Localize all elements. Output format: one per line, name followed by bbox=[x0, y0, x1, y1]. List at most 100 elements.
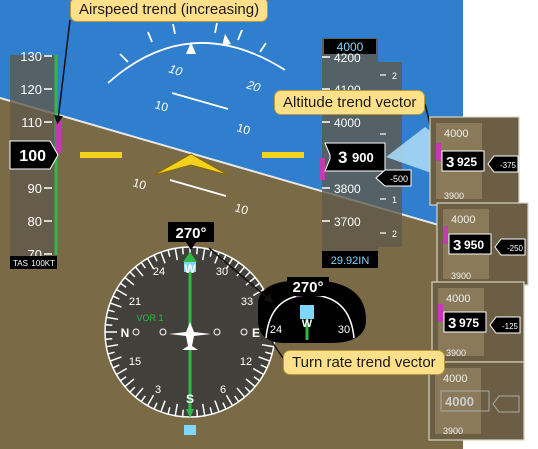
altitude-tick-label: 4200 bbox=[334, 51, 361, 65]
altitude-readout-prefix: 3 bbox=[338, 148, 347, 167]
trend-panel-vsi: -250 bbox=[507, 244, 524, 253]
trend-panel-readout-prefix: 3 bbox=[446, 154, 454, 171]
hsi-tick bbox=[196, 409, 199, 417]
hsi-tick bbox=[160, 400, 166, 413]
pitch-label: 10 bbox=[131, 175, 148, 192]
trend-panel-trend-vector bbox=[438, 304, 443, 322]
pitch-label: 10 bbox=[233, 200, 250, 217]
callout-altitude-trend: Altitude trend vector bbox=[274, 90, 426, 115]
hsi-tick bbox=[234, 261, 240, 269]
hsi-tick bbox=[105, 323, 113, 326]
hsi-cardinal: E bbox=[252, 326, 260, 340]
trend-panel-readout-prefix: 3 bbox=[448, 315, 456, 332]
hsi-heading-box bbox=[168, 222, 214, 242]
altitude-ticks bbox=[322, 56, 330, 222]
hsi-card-number: 21 bbox=[129, 296, 141, 308]
altitude-tick-label: 3700 bbox=[334, 215, 361, 229]
aircraft-symbol bbox=[153, 153, 229, 176]
trend-panel-top: 4000 bbox=[446, 293, 470, 305]
aircraft-heading-symbol bbox=[169, 322, 211, 350]
hsi-tick bbox=[146, 394, 155, 406]
trend-panel-trend-vector bbox=[443, 226, 448, 244]
hsi-tick bbox=[174, 403, 179, 416]
callout-airspeed-trend: Airspeed trend (increasing) bbox=[70, 0, 269, 22]
hsi-card-number: 15 bbox=[129, 356, 141, 368]
wing-bar-left bbox=[80, 152, 122, 158]
bank-label: 20 bbox=[244, 77, 262, 95]
trend-panel-bottom: 3900 bbox=[451, 271, 471, 281]
pitch-label: 10 bbox=[235, 120, 252, 137]
hsi-card-number: 33 bbox=[241, 296, 253, 308]
hsi-tick bbox=[236, 387, 246, 398]
hsi-tick bbox=[124, 276, 135, 286]
tas-label: TAS bbox=[13, 259, 28, 268]
hsi-tick bbox=[129, 386, 136, 393]
hsi-tick bbox=[124, 378, 135, 388]
bank-pointer bbox=[222, 34, 231, 46]
bank-arc bbox=[107, 22, 286, 84]
hsi-tick bbox=[252, 288, 264, 297]
hsi-card-number: 3 bbox=[155, 384, 161, 396]
trend-panel-vsi: -375 bbox=[500, 161, 517, 170]
inset-card-number: W bbox=[302, 318, 313, 330]
airspeed-tick-label: 80 bbox=[28, 214, 42, 229]
trend-panel-vsi-box bbox=[487, 155, 519, 173]
inset-card-number: 24 bbox=[270, 324, 282, 336]
hsi-tick bbox=[167, 407, 171, 415]
vsi-readout: -500 bbox=[390, 174, 408, 184]
trend-panel-readout-suffix: 975 bbox=[459, 316, 479, 330]
airspeed-trend-vector bbox=[55, 117, 61, 153]
hsi-tick bbox=[107, 309, 115, 313]
course-pointer bbox=[183, 252, 197, 262]
hsi-card-number: 30 bbox=[216, 266, 228, 278]
vsi-readout-box bbox=[375, 169, 412, 187]
trend-panel-vsi: -125 bbox=[502, 322, 519, 331]
vsi-label: 2 bbox=[392, 71, 397, 81]
hsi-tick bbox=[109, 302, 122, 308]
trend-panel-top: 4000 bbox=[451, 214, 475, 226]
hsi-tick bbox=[261, 343, 274, 348]
hsi-tick bbox=[105, 338, 113, 341]
airspeed-readout-box bbox=[9, 140, 59, 170]
trend-panel-trend-vector bbox=[436, 143, 441, 161]
hsi-tick bbox=[209, 407, 213, 415]
hsi-tick bbox=[236, 266, 246, 277]
altitude-readout-suffix: 900 bbox=[352, 150, 374, 165]
airspeed-readout: 100 bbox=[19, 148, 46, 165]
trend-panel-vsi-box bbox=[492, 395, 520, 413]
hsi-tick bbox=[112, 295, 120, 300]
airspeed-tick-label: 130 bbox=[20, 49, 42, 64]
hsi-tick bbox=[222, 402, 227, 410]
trend-panel-vsi-box bbox=[494, 238, 526, 256]
pitch-ladder bbox=[169, 92, 229, 197]
trend-panel-top: 4000 bbox=[443, 373, 467, 385]
altitude-trend-vector bbox=[319, 158, 325, 180]
hsi-tick bbox=[252, 367, 264, 376]
hsi-tick bbox=[107, 351, 115, 355]
hsi-tick bbox=[244, 271, 251, 278]
airspeed-tick-label: 110 bbox=[21, 115, 42, 130]
hsi-tick bbox=[225, 394, 234, 406]
hsi-tick bbox=[153, 254, 158, 262]
hsi-tick bbox=[153, 402, 158, 410]
vsi-label: 1 bbox=[392, 195, 397, 205]
trend-panel-bottom: 3900 bbox=[444, 191, 464, 201]
hsi-tick bbox=[106, 316, 119, 321]
trend-panel-readout-prefix: 3 bbox=[453, 237, 461, 254]
hsi-cardinal: W bbox=[184, 262, 196, 276]
baro-setting: 29.92IN bbox=[331, 255, 370, 267]
hsi-tick bbox=[116, 367, 128, 376]
hsi-tick bbox=[106, 343, 119, 348]
selected-altitude: 4000 bbox=[337, 40, 364, 54]
bank-pointer-zero bbox=[186, 42, 196, 54]
hsi-tick bbox=[234, 395, 240, 403]
altitude-trend-magnifier bbox=[386, 127, 437, 175]
hsi-tick bbox=[196, 247, 199, 255]
hsi-tick bbox=[160, 251, 166, 264]
trend-panel-vsi-box bbox=[489, 316, 521, 334]
hsi-cardinal: S bbox=[186, 392, 194, 406]
hsi-tick bbox=[244, 386, 251, 393]
trend-panel-readout-suffix: 925 bbox=[457, 155, 477, 169]
callout-turn-rate-trend: Turn rate trend vector bbox=[283, 350, 445, 375]
